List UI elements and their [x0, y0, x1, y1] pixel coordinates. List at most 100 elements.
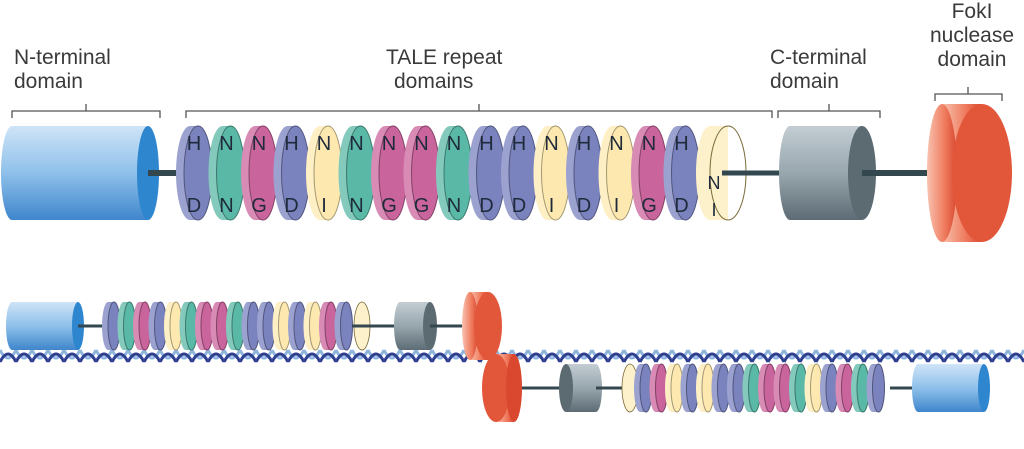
- repeat-11: HD: [501, 125, 538, 221]
- small-repeat: [210, 301, 229, 351]
- dna-strand-segment: [334, 352, 354, 363]
- rvd-bottom-letter: N: [447, 195, 461, 217]
- dna-strand-segment: [654, 349, 674, 360]
- dna-strand-segment: [942, 349, 962, 360]
- dna-strand-segment: [78, 349, 98, 360]
- tale-repeat-bracket: [185, 110, 773, 118]
- dna-strand-segment: [318, 352, 338, 363]
- rvd-bottom-letter: D: [187, 195, 201, 217]
- n-terminal-bracket: [11, 110, 161, 118]
- dna-strand-segment: [558, 352, 578, 363]
- dna-strand-segment: [270, 352, 290, 363]
- dna-strand-segment: [222, 349, 242, 360]
- rvd-top-letter: N: [382, 133, 396, 155]
- small-c-terminal: [394, 302, 462, 350]
- small-repeat: [820, 363, 839, 413]
- small-foki: [482, 354, 562, 422]
- dna-strand-segment: [702, 352, 722, 363]
- rvd-top-letter: N: [609, 133, 623, 155]
- dna-strand-segment: [590, 352, 610, 363]
- dna-strand-segment: [46, 349, 66, 360]
- small-repeat: [226, 301, 245, 351]
- dna-strand-segment: [702, 349, 722, 360]
- rvd-top-letter: N: [317, 133, 331, 155]
- small-repeat: [649, 363, 668, 413]
- dna-strand-segment: [254, 349, 274, 360]
- dna-strand-segment: [750, 349, 770, 360]
- rvd-bottom-letter: D: [512, 195, 526, 217]
- dna-strand-segment: [446, 349, 466, 360]
- tale-repeat-label-line-2: domains: [394, 70, 474, 93]
- dna-strand-segment: [862, 352, 882, 363]
- rvd-top-letter: N: [447, 133, 461, 155]
- dna-strand-segment: [510, 349, 530, 360]
- dna-strand-segment: [638, 352, 658, 363]
- rvd-bottom-letter: I: [614, 195, 620, 217]
- dna-strand-segment: [798, 349, 818, 360]
- dna-strand-segment: [254, 352, 274, 363]
- dna-strand-segment: [926, 352, 946, 363]
- dna-strand-segment: [542, 352, 562, 363]
- foki-label-line-1: FokI: [951, 0, 993, 23]
- rvd-top-letter: N: [219, 133, 233, 155]
- rvd-bottom-letter: D: [479, 195, 493, 217]
- repeat-12: NI: [533, 125, 570, 221]
- dna-strand-segment: [78, 352, 98, 363]
- tale-repeat-label: TALE repeat domains: [386, 46, 502, 94]
- n-terminal-label: N-terminal domain: [14, 46, 111, 94]
- foki-label: FokI nuclease domain: [920, 0, 1024, 72]
- dna-strand-segment: [174, 352, 194, 363]
- small-repeat: [634, 363, 653, 413]
- dna-strand-segment: [878, 352, 898, 363]
- rvd-bottom-letter: I: [549, 195, 555, 217]
- dna-strand-segment: [718, 352, 738, 363]
- rvd-top-letter: N: [252, 133, 266, 155]
- dna-strand-segment: [158, 352, 178, 363]
- dna-strand-segment: [670, 352, 690, 363]
- right-talen: [482, 354, 990, 422]
- rvd-bottom-letter: G: [414, 195, 430, 217]
- dna-strand-segment: [302, 349, 322, 360]
- dna-strand-segment: [622, 352, 642, 363]
- rvd-bottom-letter: N: [349, 195, 363, 217]
- dna-strand-segment: [574, 352, 594, 363]
- foki-label-line-2: nuclease: [929, 24, 1015, 47]
- dna-strand-segment: [238, 352, 258, 363]
- repeat-3: NG: [241, 125, 278, 221]
- n-terminal-label-line-2: domain: [14, 70, 83, 93]
- dna-strand-segment: [238, 349, 258, 360]
- dna-strand-segment: [814, 349, 834, 360]
- rvd-bottom-letter: D: [674, 195, 688, 217]
- repeat-7: NG: [371, 125, 408, 221]
- dna-strand-segment: [382, 349, 402, 360]
- half-repeat: NI: [696, 125, 747, 221]
- rvd-top-letter: N: [414, 133, 428, 155]
- dna-strand-segment: [686, 349, 706, 360]
- dna-strand-segment: [126, 349, 146, 360]
- rvd-top-letter: H: [674, 133, 688, 155]
- n-terminal-label-line-1: N-terminal: [14, 46, 111, 69]
- dna-strand-segment: [446, 352, 466, 363]
- dna-strand-segment: [206, 349, 226, 360]
- small-repeat: [711, 363, 730, 413]
- small-repeat: [319, 301, 338, 351]
- dna-strand-segment: [894, 352, 914, 363]
- dna-strand-segment: [286, 349, 306, 360]
- c-terminal-label: C-terminal domain: [770, 46, 867, 94]
- dna-strand-segment: [174, 349, 194, 360]
- dna-strand-segment: [846, 352, 866, 363]
- dna-strand-segment: [158, 349, 178, 360]
- repeat-13: HD: [566, 125, 603, 221]
- small-foki: [462, 292, 502, 360]
- dna-strand-segment: [606, 349, 626, 360]
- rvd-top-letter: H: [284, 133, 298, 155]
- dna-strand-segment: [286, 352, 306, 363]
- rvd-top-letter: H: [577, 133, 591, 155]
- small-repeat: [133, 301, 152, 351]
- rvd-bottom-letter: G: [641, 195, 657, 217]
- dna-strand-segment: [334, 349, 354, 360]
- small-repeat: [742, 363, 761, 413]
- tale-repeat-label-line-1: TALE repeat: [386, 46, 503, 69]
